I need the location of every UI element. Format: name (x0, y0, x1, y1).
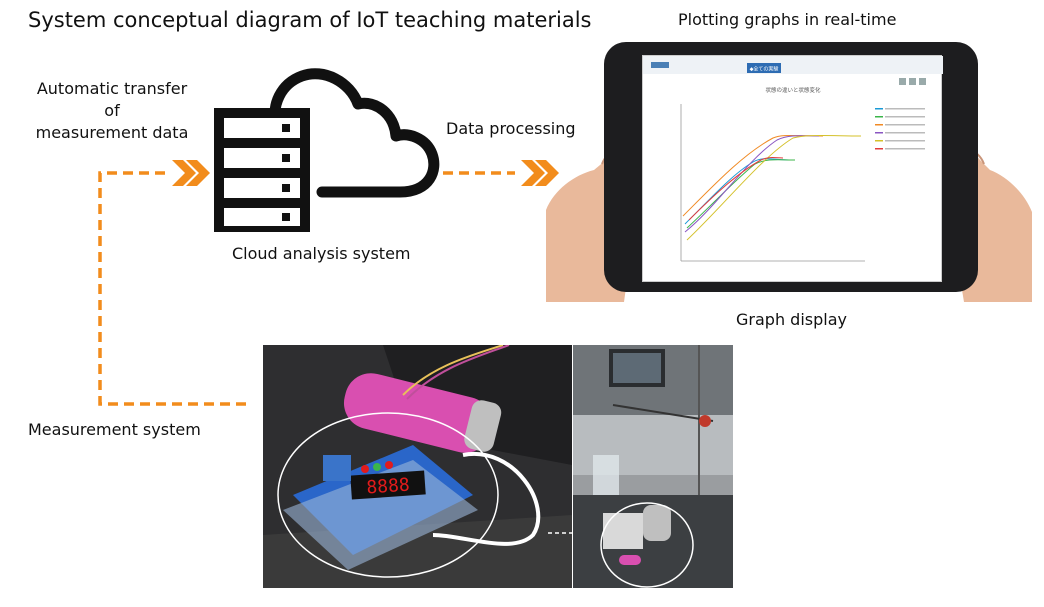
cloud-server-graphic (214, 68, 440, 232)
measurement-system-label: Measurement system (28, 420, 201, 439)
cloud-analysis-label: Cloud analysis system (232, 244, 411, 263)
battery-icon (343, 373, 502, 453)
left-chevron-icon (172, 160, 210, 186)
auto-transfer-line-3: measurement data (35, 123, 189, 142)
graph-display-label: Graph display (736, 310, 847, 329)
screen-chart-title: 状態の違いと状態変化 (765, 86, 821, 94)
auto-transfer-line-2: of (104, 101, 120, 120)
lab-setup-graphic (573, 345, 733, 588)
auto-transfer-label: Automatic transfer of measurement data (14, 78, 210, 144)
screen-graph-preview: ◆全ての実験 状態の違いと状態変化 (643, 56, 943, 262)
arduino-battery-graphic: 8888 (263, 345, 572, 588)
plotting-label: Plotting graphs in real-time (678, 10, 897, 29)
arduino-board-icon: 8888 (283, 445, 478, 570)
seven-segment-display: 8888 (366, 475, 411, 499)
tablet-screen: ◆全ての実験 状態の違いと状態変化 (642, 55, 943, 282)
server-rack-icon (214, 108, 310, 232)
screen-button-label: ◆全ての実験 (750, 66, 779, 73)
lab-setup-photo (573, 345, 733, 588)
measurement-device-photo: 8888 (263, 345, 572, 588)
data-processing-label: Data processing (446, 119, 576, 138)
screen-button (747, 63, 781, 73)
cloud-outline-icon (269, 68, 440, 198)
auto-transfer-line-1: Automatic transfer (36, 79, 188, 98)
feedback-dashed-line (98, 171, 246, 406)
diagram-title: System conceptual diagram of IoT teachin… (28, 8, 592, 32)
right-chevron-icon (521, 160, 559, 186)
